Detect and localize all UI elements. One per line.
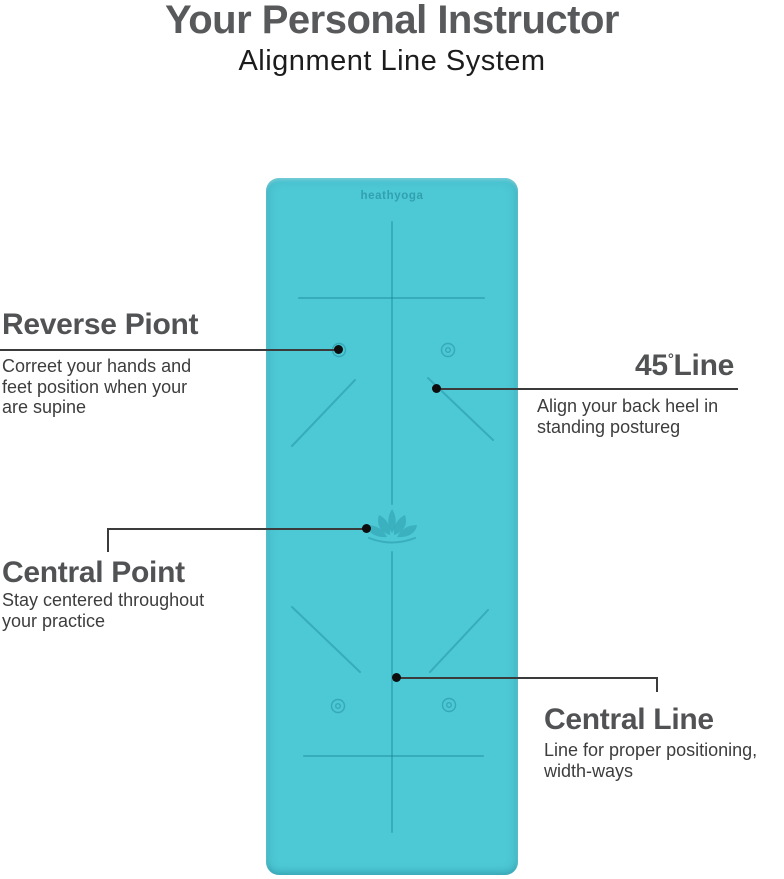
upper-left-45-line [291,379,356,447]
line45-title-unit: Line [673,349,735,382]
line45-title: 45°Line [635,349,734,387]
page-title: Your Personal Instructor [164,0,620,42]
central-line-title: Central Line [544,703,714,736]
central-point-description: Stay centered throughout your practice [2,590,205,631]
page-subtitle: Alignment Line System [238,45,546,77]
line45-dot [432,384,441,393]
central-point-leader-line-horizontal [107,528,367,530]
central-line-description: Line for proper positioning, width-ways [544,740,758,781]
central-point-leader-line-vertical [107,528,109,552]
yoga-mat: heathyoga [266,178,518,875]
degree-symbol: ° [667,351,674,368]
mat-brand-text: heathyoga [360,190,424,202]
mat-alignment-markings [291,221,494,833]
central-point-title: Central Point [2,556,185,589]
reverse-point-description: Correet your hands and feet position whe… [2,356,192,417]
central-line-leader-line-horizontal [397,677,656,679]
central-point-dot [362,524,371,533]
line45-leader-line [437,388,738,390]
central-line-dot [392,673,401,682]
lower-right-45-line [429,609,489,673]
central-line-leader-line-vertical [656,677,658,692]
reverse-point-marker-upper-right [440,342,456,358]
lower-left-45-line [291,606,361,673]
reverse-point-marker-lower-right [441,697,457,713]
line45-description: Align your back heel in standing posture… [537,396,719,437]
reverse-point-leader-line [0,349,339,351]
reverse-point-title: Reverse Piont [2,308,199,341]
lotus-icon [367,509,417,544]
line45-title-value: 45 [635,349,668,382]
reverse-point-dot [334,345,343,354]
reverse-point-marker-lower-left [330,698,346,714]
